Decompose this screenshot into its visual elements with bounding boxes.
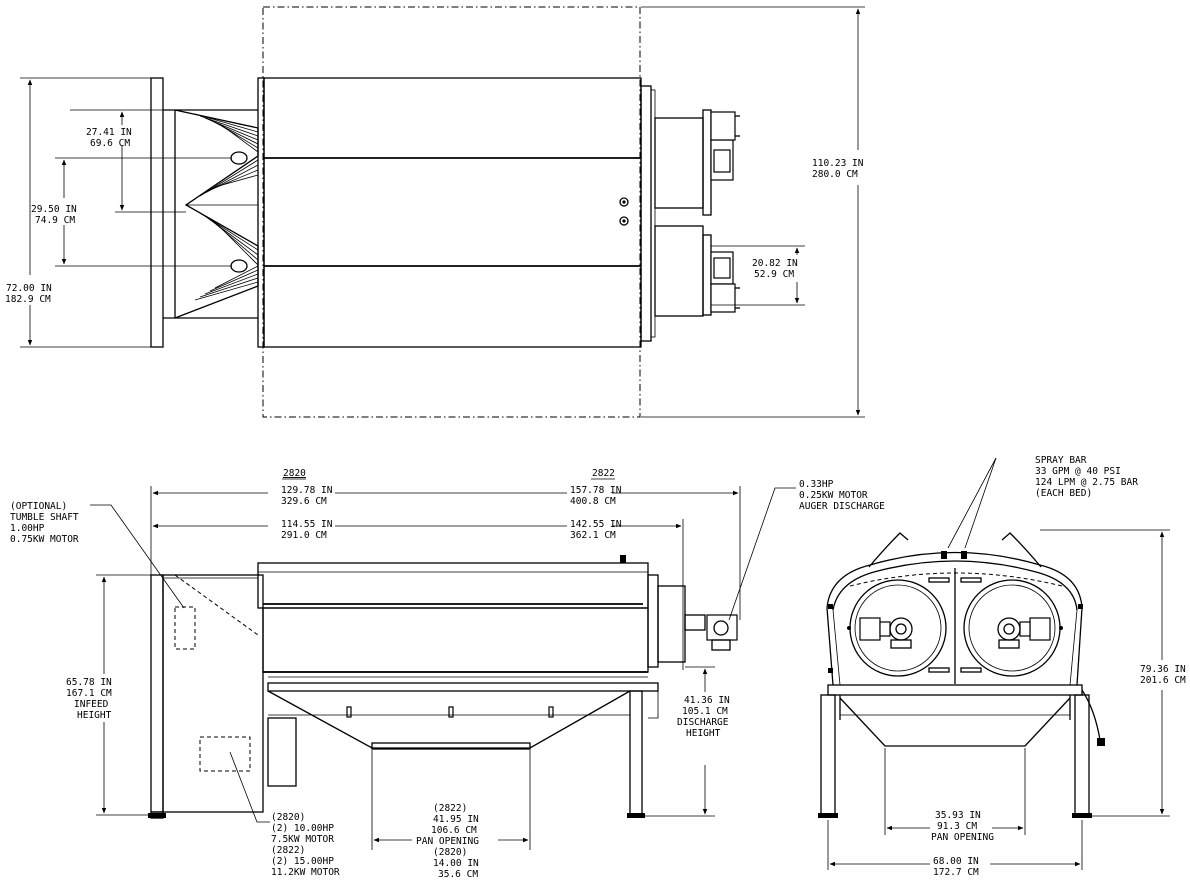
dim-29-50-in: 29.50 IN	[31, 204, 77, 215]
discharge-dim-in: 41.36 IN	[684, 695, 730, 706]
auger-note-2: 0.25KW MOTOR	[799, 490, 868, 501]
pan-note-7: 35.6 CM	[438, 869, 478, 880]
hopper-hatching	[194, 113, 259, 301]
discharge-label: DISCHARGE	[677, 717, 729, 728]
spray-note-1: SPRAY BAR	[1035, 455, 1087, 466]
model-label-2820: 2820	[283, 468, 306, 479]
dim-72-cm: 182.9 CM	[5, 294, 51, 305]
motor-note-5: (2) 15.00HP	[271, 856, 334, 867]
dim-114-55-in: 114.55 IN	[281, 519, 333, 530]
top-view: 27.41 IN 69.6 CM 29.50 IN 74.9 CM 72.00 …	[5, 6, 865, 418]
motor-note-2: (2) 10.00HP	[271, 823, 334, 834]
dim-68-in: 68.00 IN	[933, 856, 979, 867]
end-view: SPRAY BAR 33 GPM @ 40 PSI 124 LPM @ 2.75…	[818, 455, 1186, 878]
infeed-height-label: HEIGHT	[77, 710, 112, 721]
end-pan-dim-in: 35.93 IN	[935, 810, 981, 821]
end-pan	[839, 697, 1071, 747]
dim-79-36-in: 79.36 IN	[1140, 664, 1186, 675]
envelope-outline	[262, 6, 641, 418]
pan-note-5: (2820)	[433, 847, 467, 858]
hood-outer	[826, 551, 1083, 609]
main-body	[263, 77, 642, 348]
pan-note-3: 106.6 CM	[431, 825, 477, 836]
infeed-port-upper	[230, 151, 248, 165]
dim-129-78-cm: 329.6 CM	[281, 496, 327, 507]
end-pan-dim-cm: 91.3 CM	[937, 821, 977, 832]
dim-114-55-cm: 291.0 CM	[281, 530, 327, 541]
dim-20-82-cm: 52.9 CM	[754, 269, 794, 280]
spray-note-4: (EACH BED)	[1035, 488, 1092, 499]
side-upper-panel	[257, 562, 649, 609]
dim-142-55-cm: 362.1 CM	[570, 530, 616, 541]
discharge-dim-cm: 105.1 CM	[682, 706, 728, 717]
infeed-dim-in: 65.78 IN	[66, 677, 112, 688]
dim-142-55-in: 142.55 IN	[570, 519, 622, 530]
dim-157-78-in: 157.78 IN	[570, 485, 622, 496]
infeed-label: INFEED	[74, 699, 109, 710]
pan-note-6: 14.00 IN	[433, 858, 479, 869]
dim-29-50-cm: 74.9 CM	[35, 215, 75, 226]
main-motor-outline	[199, 736, 251, 772]
tumble-note-4: 0.75KW MOTOR	[10, 534, 79, 545]
tumble-note-3: 1.00HP	[10, 523, 45, 534]
model-label-2822: 2822	[592, 468, 615, 479]
tumble-note-2: TUMBLE SHAFT	[10, 512, 79, 523]
pan-note-4: PAN OPENING	[416, 836, 479, 847]
side-pan	[267, 690, 631, 749]
pan-note-2: 41.95 IN	[433, 814, 479, 825]
end-pan-label: PAN OPENING	[931, 832, 994, 843]
side-body	[262, 607, 649, 673]
motor-note-4: (2822)	[271, 845, 305, 856]
auger-note-3: AUGER DISCHARGE	[799, 501, 885, 512]
tumble-note-1: (OPTIONAL)	[10, 501, 67, 512]
dim-110-23-in: 110.23 IN	[812, 158, 864, 169]
infeed-port-lower	[230, 259, 248, 273]
dim-110-23-cm: 280.0 CM	[812, 169, 858, 180]
dim-20-82-in: 20.82 IN	[752, 258, 798, 269]
dim-27-41-cm: 69.6 CM	[90, 138, 130, 149]
dim-79-36-cm: 201.6 CM	[1140, 675, 1186, 686]
dim-157-78-cm: 400.8 CM	[570, 496, 616, 507]
spray-note-3: 124 LPM @ 2.75 BAR	[1035, 477, 1138, 488]
motor-note-3: 7.5KW MOTOR	[271, 834, 334, 845]
side-view: 2820 2822 129.78 IN 329.6 CM 157.78 IN 4…	[10, 468, 885, 880]
auger-note-1: 0.33HP	[799, 479, 834, 490]
dim-68-cm: 172.7 CM	[933, 867, 979, 878]
infeed-dim-cm: 167.1 CM	[66, 688, 112, 699]
pan-note-1: (2822)	[433, 803, 467, 814]
discharge-height-label: HEIGHT	[686, 728, 721, 739]
spray-note-2: 33 GPM @ 40 PSI	[1035, 466, 1121, 477]
tumble-motor-outline	[174, 606, 196, 650]
motor-note-6: 11.2KW MOTOR	[271, 867, 340, 878]
dim-72-in: 72.00 IN	[6, 283, 52, 294]
dim-27-41-in: 27.41 IN	[86, 127, 132, 138]
dim-129-78-in: 129.78 IN	[281, 485, 333, 496]
motor-note-1: (2820)	[271, 812, 305, 823]
